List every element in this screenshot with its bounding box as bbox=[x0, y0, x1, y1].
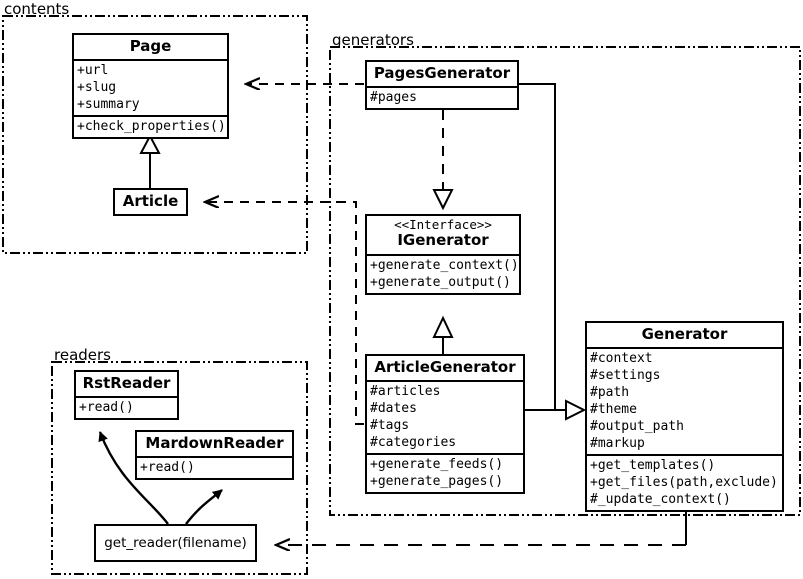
class-box-pages-generator[interactable]: PagesGenerator #pages bbox=[365, 60, 519, 111]
class-box-generator[interactable]: Generator #context #settings #path #them… bbox=[585, 321, 784, 513]
attribute-item: #context bbox=[590, 351, 653, 367]
attribute-item: +slug bbox=[77, 80, 117, 96]
class-box-article-generator[interactable]: ArticleGenerator #articles #dates #tags … bbox=[365, 354, 525, 495]
relation-pagesgenerator-extends-generator bbox=[519, 83, 566, 411]
attribute-item: #markup bbox=[590, 436, 645, 452]
class-attributes-pages-generator: #pages bbox=[367, 86, 517, 108]
method-item: +read() bbox=[79, 400, 134, 416]
attribute-item: #articles bbox=[370, 384, 441, 400]
package-label-readers: readers bbox=[54, 346, 111, 364]
method-item: +check_properties() bbox=[77, 119, 226, 135]
relation-articlegenerator-extends-generator bbox=[525, 399, 587, 421]
class-name-rst-reader: RstReader bbox=[82, 374, 171, 392]
attribute-item: #dates bbox=[370, 401, 417, 417]
relation-get-reader-returns-mardownreader bbox=[185, 489, 223, 525]
method-item: +generate_context() bbox=[370, 257, 519, 273]
attribute-item: #tags bbox=[370, 418, 410, 434]
class-name-generator: Generator bbox=[641, 325, 728, 343]
method-item: +generate_pages() bbox=[370, 474, 504, 490]
class-name-page: Page bbox=[129, 37, 172, 55]
class-box-mardown-reader[interactable]: MardownReader +read() bbox=[135, 430, 294, 481]
class-stereotype-igenerator: <<Interface>> bbox=[394, 217, 492, 232]
attribute-item: +url bbox=[77, 63, 109, 79]
class-box-rst-reader[interactable]: RstReader +read() bbox=[74, 370, 179, 421]
attribute-item: #categories bbox=[370, 435, 457, 451]
package-label-contents: contents bbox=[4, 0, 70, 18]
relation-article-extends-page bbox=[139, 133, 161, 188]
class-name-article-generator: ArticleGenerator bbox=[374, 358, 516, 376]
class-methods-igenerator: +generate_context() +generate_output() bbox=[367, 253, 519, 293]
attribute-item: #pages bbox=[370, 90, 417, 106]
package-label-generators: generators bbox=[332, 31, 414, 49]
package-frame-contents bbox=[2, 15, 308, 254]
attribute-item: #settings bbox=[590, 368, 661, 384]
class-box-article[interactable]: Article bbox=[113, 188, 188, 217]
method-item: +get_files(path,exclude) bbox=[590, 475, 778, 491]
attribute-item: +summary bbox=[77, 97, 140, 113]
relation-pagesgenerator-realizes-igenerator bbox=[432, 110, 454, 211]
class-methods-rst-reader: +read() bbox=[76, 396, 177, 418]
method-item: +generate_output() bbox=[370, 274, 511, 290]
class-methods-article-generator: +generate_feeds() +generate_pages() bbox=[367, 453, 523, 492]
class-attributes-article-generator: #articles #dates #tags #categories bbox=[367, 380, 523, 453]
method-item: +generate_feeds() bbox=[370, 457, 504, 473]
class-attributes-page: +url +slug +summary bbox=[74, 59, 227, 115]
class-name-pages-generator: PagesGenerator bbox=[373, 64, 511, 82]
package-frame-generators bbox=[329, 46, 801, 516]
class-methods-page: +check_properties() bbox=[74, 115, 227, 137]
class-name-mardown-reader: MardownReader bbox=[145, 434, 284, 452]
relation-get-reader-returns-rstreader bbox=[98, 431, 169, 525]
class-box-igenerator[interactable]: <<Interface>> IGenerator +generate_conte… bbox=[365, 214, 521, 295]
attribute-item: #path bbox=[590, 385, 630, 401]
function-box-get-reader[interactable]: get_reader(filename) bbox=[94, 524, 257, 562]
class-attributes-generator: #context #settings #path #theme #output_… bbox=[587, 347, 782, 454]
class-name-article: Article bbox=[122, 192, 179, 210]
method-item: #_update_context() bbox=[590, 492, 731, 508]
class-methods-mardown-reader: +read() bbox=[137, 456, 292, 478]
method-item: +get_templates() bbox=[590, 458, 716, 474]
relation-articlegenerator-uses-article bbox=[205, 202, 364, 425]
class-methods-generator: +get_templates() +get_files(path,exclude… bbox=[587, 454, 782, 510]
package-frame-readers bbox=[51, 361, 308, 575]
function-label-get-reader: get_reader(filename) bbox=[104, 535, 247, 551]
attribute-item: #theme bbox=[590, 402, 637, 418]
class-name-igenerator: IGenerator bbox=[397, 231, 489, 250]
method-item: +read() bbox=[140, 460, 195, 476]
relation-articlegenerator-realizes-igenerator bbox=[432, 315, 454, 355]
attribute-item: #output_path bbox=[590, 419, 684, 435]
class-box-page[interactable]: Page +url +slug +summary +check_properti… bbox=[72, 33, 229, 140]
